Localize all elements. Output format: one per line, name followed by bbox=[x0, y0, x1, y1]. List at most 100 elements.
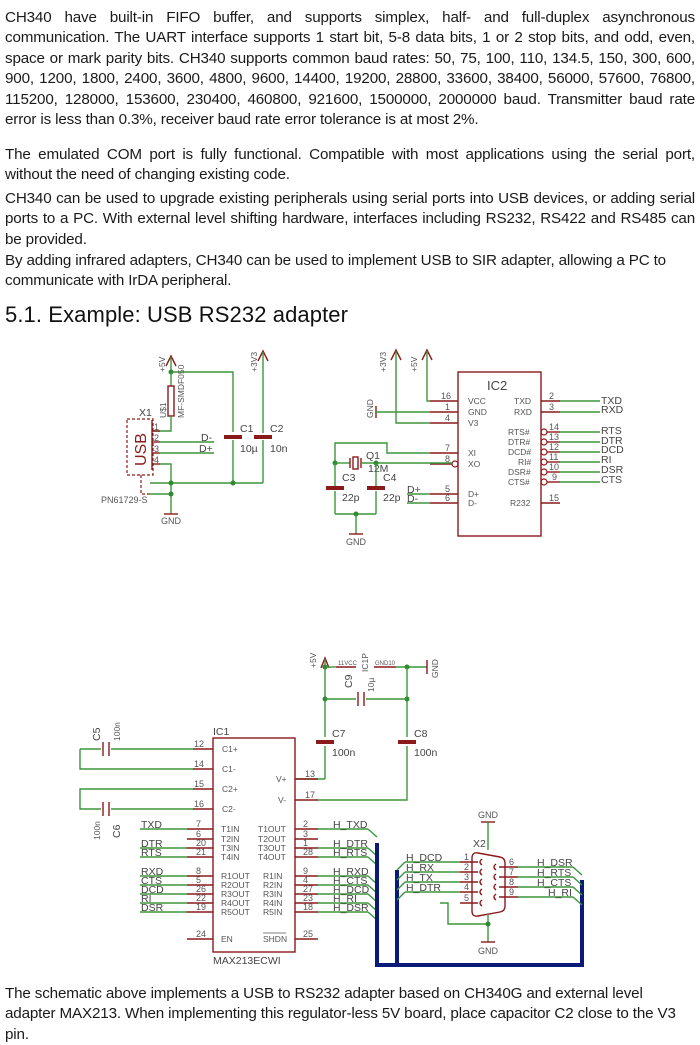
ic1-pin-name: R1IN bbox=[263, 871, 282, 881]
usb-gnd-label: GND bbox=[161, 516, 182, 526]
ic1-pin-num: 26 bbox=[196, 884, 206, 894]
c7-value: 100n bbox=[332, 747, 356, 759]
paragraph-fifo-uart: CH340 have built-in FIFO buffer, and sup… bbox=[5, 9, 695, 129]
ic1-pin-num: 6 bbox=[196, 829, 201, 839]
db9-pin-contact bbox=[479, 858, 483, 866]
ic1-pin-name: T2IN bbox=[221, 834, 239, 844]
ic1-net-label: DTR bbox=[141, 838, 163, 850]
ic1-net-label: TXD bbox=[141, 819, 162, 831]
db9-net-label: H_DSR bbox=[537, 857, 573, 869]
paragraph-com-port: The emulated COM port is fully functiona… bbox=[5, 146, 695, 184]
ic1-pin-name: T2OUT bbox=[258, 834, 286, 844]
ic2-pin-num: 14 bbox=[549, 422, 559, 432]
ic1-net-label: RXD bbox=[141, 866, 164, 878]
db9-net-label: H_TX bbox=[406, 872, 433, 884]
ic1-pin-name: R3IN bbox=[263, 889, 282, 899]
ic2-pin-num: 6 bbox=[445, 493, 450, 503]
db9-net-label: H_CTS bbox=[537, 877, 571, 889]
fuse-ref: U$1 bbox=[158, 402, 168, 418]
c8-ref: C8 bbox=[414, 728, 428, 740]
usb-5v-label: +5V bbox=[157, 356, 167, 372]
ch340-3v3-label: +3V3 bbox=[378, 352, 388, 372]
ic2-pin-num: 9 bbox=[552, 472, 557, 482]
signal-bus bbox=[395, 870, 584, 967]
db9-pin-contact bbox=[479, 888, 483, 896]
c3-ref: C3 bbox=[342, 472, 356, 484]
ic1-pin-name: T3IN bbox=[221, 843, 239, 853]
bus-entry bbox=[396, 861, 406, 871]
ic1-pin-name: T4OUT bbox=[258, 852, 286, 862]
ic2-pin-num: 15 bbox=[549, 493, 559, 503]
usb-pin-1: 1 bbox=[154, 422, 159, 432]
fuse-symbol bbox=[167, 385, 175, 417]
ic2-pin-name: DTR# bbox=[508, 437, 530, 447]
ic2-body bbox=[457, 371, 542, 537]
db9-pin-num: 3 bbox=[464, 872, 469, 882]
db9-gnd-bottom: GND bbox=[478, 946, 499, 956]
ch340-5v-arrow-icon bbox=[421, 348, 433, 361]
ic2-pin-name: CTS# bbox=[508, 477, 530, 487]
crystal-value: 12M bbox=[368, 463, 388, 475]
ic2-net-label: RTS bbox=[601, 425, 622, 437]
usb-pin-2: 2 bbox=[154, 433, 159, 443]
ic1-pin-name: R5OUT bbox=[221, 907, 250, 917]
db9-pin-num: 5 bbox=[464, 893, 469, 903]
ic1-pin-name: V+ bbox=[276, 774, 287, 784]
c4-value: 22p bbox=[383, 492, 401, 504]
ic1-pin-num: 27 bbox=[303, 884, 313, 894]
ic1-pin-name: T4IN bbox=[221, 852, 239, 862]
bus-entry bbox=[572, 866, 583, 876]
ic1p-ref: IC1P bbox=[360, 653, 370, 672]
paragraph-infrared: By adding infrared adapters, CH340 can b… bbox=[5, 252, 666, 290]
ic2-pin-name: D- bbox=[468, 498, 477, 508]
db9-shell bbox=[471, 852, 506, 917]
ic2-pin-num: 2 bbox=[549, 391, 554, 401]
ic2-pin-name: V3 bbox=[468, 418, 479, 428]
ic2-pin-name: R232 bbox=[510, 498, 531, 508]
ic1-pin-name: SHDN bbox=[263, 934, 287, 944]
db9-pin-contact bbox=[479, 868, 483, 876]
ic1-pin-num: 28 bbox=[303, 847, 313, 857]
ic1-pin-num: 5 bbox=[196, 875, 201, 885]
ic1-pin-name: C1+ bbox=[222, 744, 238, 754]
ic1-pin-name: R2OUT bbox=[221, 880, 250, 890]
c7-ref: C7 bbox=[332, 728, 346, 740]
ic2-net-label: CTS bbox=[601, 474, 622, 486]
ic2-net-label: DCD bbox=[601, 444, 624, 456]
c8-value: 100n bbox=[414, 747, 438, 759]
db9-pin-contact bbox=[479, 878, 483, 886]
ic1-pin-num: 15 bbox=[194, 779, 204, 789]
ic2-pin-name: D+ bbox=[468, 489, 479, 499]
ic1-pin-num: 4 bbox=[303, 875, 308, 885]
ic1p-gnd-pin: GND10 bbox=[375, 661, 396, 667]
c9-ref: C9 bbox=[343, 674, 355, 688]
db9-net-label: H_RX bbox=[406, 862, 434, 874]
ic2-pin-name: XI bbox=[468, 448, 476, 458]
bus-entry bbox=[572, 886, 583, 896]
db9-net-label: H_DCD bbox=[406, 852, 443, 864]
ic1-pin-num: 16 bbox=[194, 799, 204, 809]
ic1-net-label: H_DTR bbox=[333, 838, 368, 850]
ic1-pin-num: 23 bbox=[303, 893, 313, 903]
ic1-pin-name: R4IN bbox=[263, 898, 282, 908]
ic1-pin-num: 13 bbox=[305, 769, 315, 779]
ic1-pin-name: T1OUT bbox=[258, 824, 286, 834]
usb-pin-3: 3 bbox=[154, 444, 159, 454]
ic2-pin-name: XO bbox=[468, 459, 481, 469]
bus-entry bbox=[367, 828, 378, 838]
ch340-3v3-arrow-icon bbox=[390, 348, 402, 361]
ic2-pin-name: GND bbox=[468, 407, 487, 417]
usb-dplus-net: D+ bbox=[199, 443, 213, 455]
db9-pin-num: 8 bbox=[509, 877, 514, 887]
bus-entry bbox=[396, 891, 406, 901]
ic1-pin-name: V- bbox=[278, 795, 286, 805]
ch340-5v-label: +5V bbox=[409, 356, 419, 372]
c3-value: 22p bbox=[342, 492, 360, 504]
ic1-body bbox=[212, 737, 296, 953]
ic2-ref: IC2 bbox=[487, 378, 507, 393]
max-5v-label: +5V bbox=[308, 652, 318, 668]
c1-ref: C1 bbox=[240, 423, 254, 435]
c6-value: 100n bbox=[92, 821, 102, 840]
ic2-net-label: RI bbox=[601, 454, 612, 466]
